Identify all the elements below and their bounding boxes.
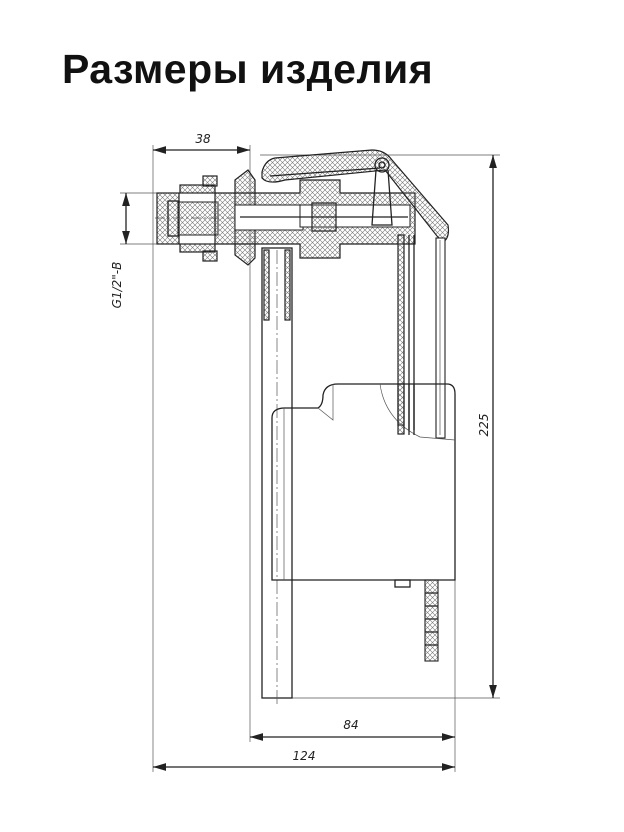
dimension-84: 84 — [250, 718, 455, 741]
page-title: Размеры изделия — [62, 46, 434, 92]
dimension-label: 84 — [343, 718, 358, 732]
dimension-38: 38 — [153, 132, 250, 154]
dimension-label: 38 — [195, 132, 211, 146]
dimension-label: 124 — [293, 749, 316, 763]
dimension-label: 225 — [477, 414, 491, 437]
dimension-225: 225 — [477, 155, 497, 698]
valve-body — [155, 149, 450, 705]
dimension-thread: G1/2"-B — [110, 193, 130, 309]
dimension-124: 124 — [153, 749, 455, 771]
float-chamber — [271, 383, 456, 662]
dimension-label: G1/2"-B — [110, 262, 124, 309]
